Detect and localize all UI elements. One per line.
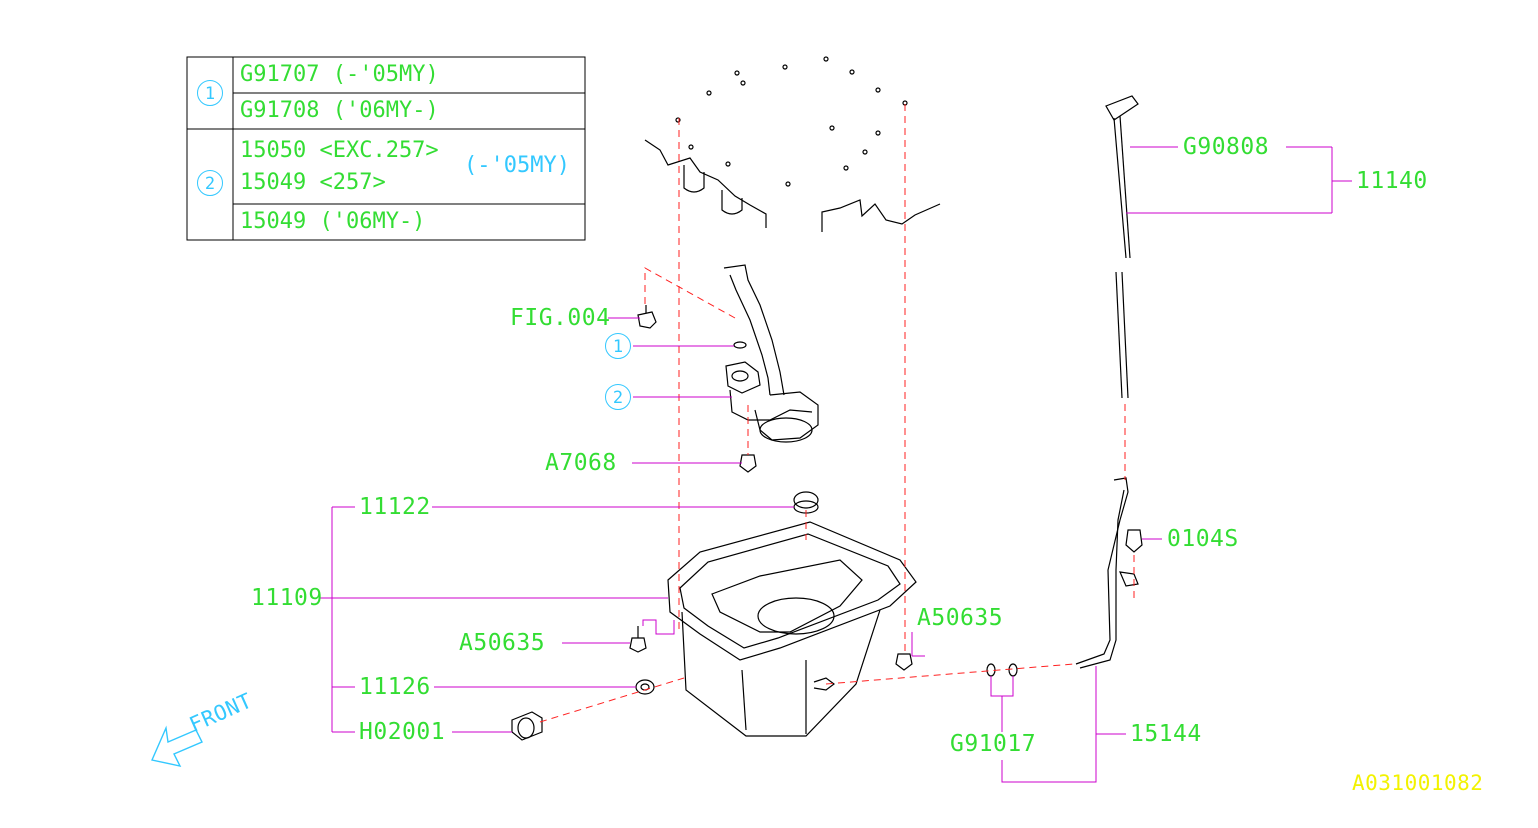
callout-marker-1: 1 <box>605 333 631 359</box>
table-row1-line2-part: G91708 <box>240 98 320 123</box>
callout-a50635-left: A50635 <box>459 630 546 656</box>
callout-0104s: 0104S <box>1167 526 1239 552</box>
leader-lines <box>320 146 1352 783</box>
callout-15144: 15144 <box>1130 721 1202 747</box>
callout-11140: 11140 <box>1356 168 1428 194</box>
table-row2-line2: 15049 <257> <box>240 170 386 195</box>
table-row1-line2-note: ('06MY-) <box>332 98 439 123</box>
callout-fig004: FIG.004 <box>510 305 611 331</box>
callout-h02001: H02001 <box>359 719 446 745</box>
alignment-lines <box>539 104 1135 723</box>
table-row1-line1-part: G91707 <box>240 62 320 87</box>
legend-table-grid <box>186 56 586 241</box>
table-row2-shared-note: (-'05MY) <box>464 153 570 178</box>
callout-11126: 11126 <box>359 674 431 700</box>
front-arrow <box>151 725 203 767</box>
callout-11122: 11122 <box>359 494 431 520</box>
oil-strainer-drawing <box>723 264 819 443</box>
fastener-drawings <box>511 305 1143 741</box>
table-row1-line1-note: (-'05MY) <box>332 62 439 87</box>
callout-a50635-right: A50635 <box>917 605 1004 631</box>
table-row1-marker: 1 <box>197 80 223 106</box>
callout-g90808: G90808 <box>1183 134 1270 160</box>
diagram-id: A031001082 <box>1352 771 1484 795</box>
callout-11109: 11109 <box>251 585 323 611</box>
callout-marker-2: 2 <box>605 384 631 410</box>
callout-g91017: G91017 <box>950 731 1037 757</box>
engine-block-outline <box>644 56 941 232</box>
table-row1-line1: G91707 (-'05MY) <box>240 62 439 88</box>
table-row2-line1: 15050 <EXC.257> <box>240 138 439 163</box>
table-row2-line3: 15049 ('06MY-) <box>240 209 426 234</box>
table-row1-line2: G91708 ('06MY-) <box>240 98 439 124</box>
table-row2-marker: 2 <box>197 170 223 196</box>
dipstick-drawing <box>1075 95 1139 669</box>
callout-a7068: A7068 <box>545 450 617 476</box>
oil-pan-drawing <box>667 521 917 737</box>
